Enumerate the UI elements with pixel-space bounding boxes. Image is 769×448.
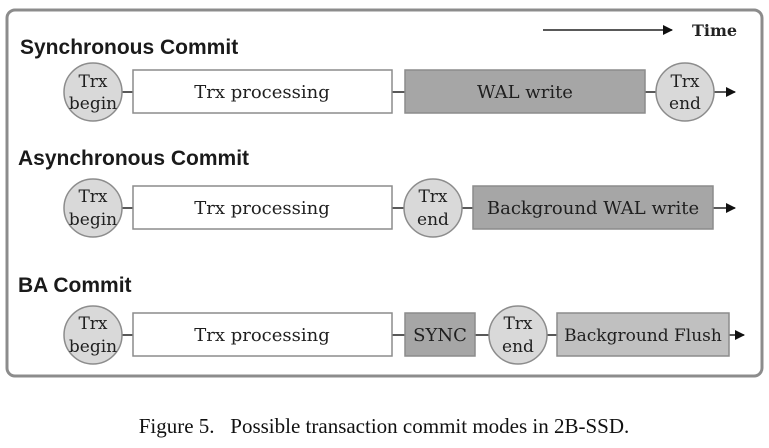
trx-end-label-1: Trx	[418, 187, 447, 207]
wal-write-box	[404, 69, 646, 114]
trx-end-label-2: end	[669, 94, 701, 114]
wal-write-label: WAL write	[477, 82, 573, 103]
trx-begin-label-1: Trx	[78, 314, 107, 334]
trx-begin-node	[63, 305, 123, 365]
trx-end-label-2: end	[502, 337, 534, 357]
trx-end-node	[403, 178, 463, 238]
row-title-asynchronous: Asynchronous Commit	[18, 147, 249, 170]
sync-box	[404, 312, 476, 357]
sync-label: SYNC	[413, 325, 467, 346]
trx-end-node	[488, 305, 548, 365]
figure-caption: Figure 5. Possible transaction commit mo…	[139, 414, 630, 438]
trx-processing-box	[132, 69, 393, 114]
trx-end-label-2: end	[417, 210, 449, 230]
trx-processing-box	[132, 312, 393, 357]
row-title-synchronous: Synchronous Commit	[20, 36, 238, 59]
background-flush-label: Background Flush	[564, 326, 722, 346]
trx-processing-label: Trx processing	[194, 198, 330, 219]
trx-begin-label-1: Trx	[78, 187, 107, 207]
trx-end-label-1: Trx	[503, 314, 532, 334]
trx-begin-label-1: Trx	[78, 72, 107, 92]
row-title-ba: BA Commit	[18, 274, 132, 297]
trx-processing-label: Trx processing	[194, 82, 330, 103]
trx-begin-label-2: begin	[69, 94, 117, 114]
background-wal-write-label: Background WAL write	[487, 198, 699, 219]
trx-begin-label-2: begin	[69, 210, 117, 230]
trx-begin-node	[63, 178, 123, 238]
trx-begin-node	[63, 62, 123, 122]
background-flush-box	[556, 312, 730, 357]
time-label: Time	[692, 21, 737, 40]
trx-end-node	[655, 62, 715, 122]
trx-end-label-1: Trx	[670, 72, 699, 92]
background-wal-write-box	[472, 185, 714, 230]
trx-begin-label-2: begin	[69, 337, 117, 357]
trx-processing-box	[132, 185, 393, 230]
trx-processing-label: Trx processing	[194, 325, 330, 346]
